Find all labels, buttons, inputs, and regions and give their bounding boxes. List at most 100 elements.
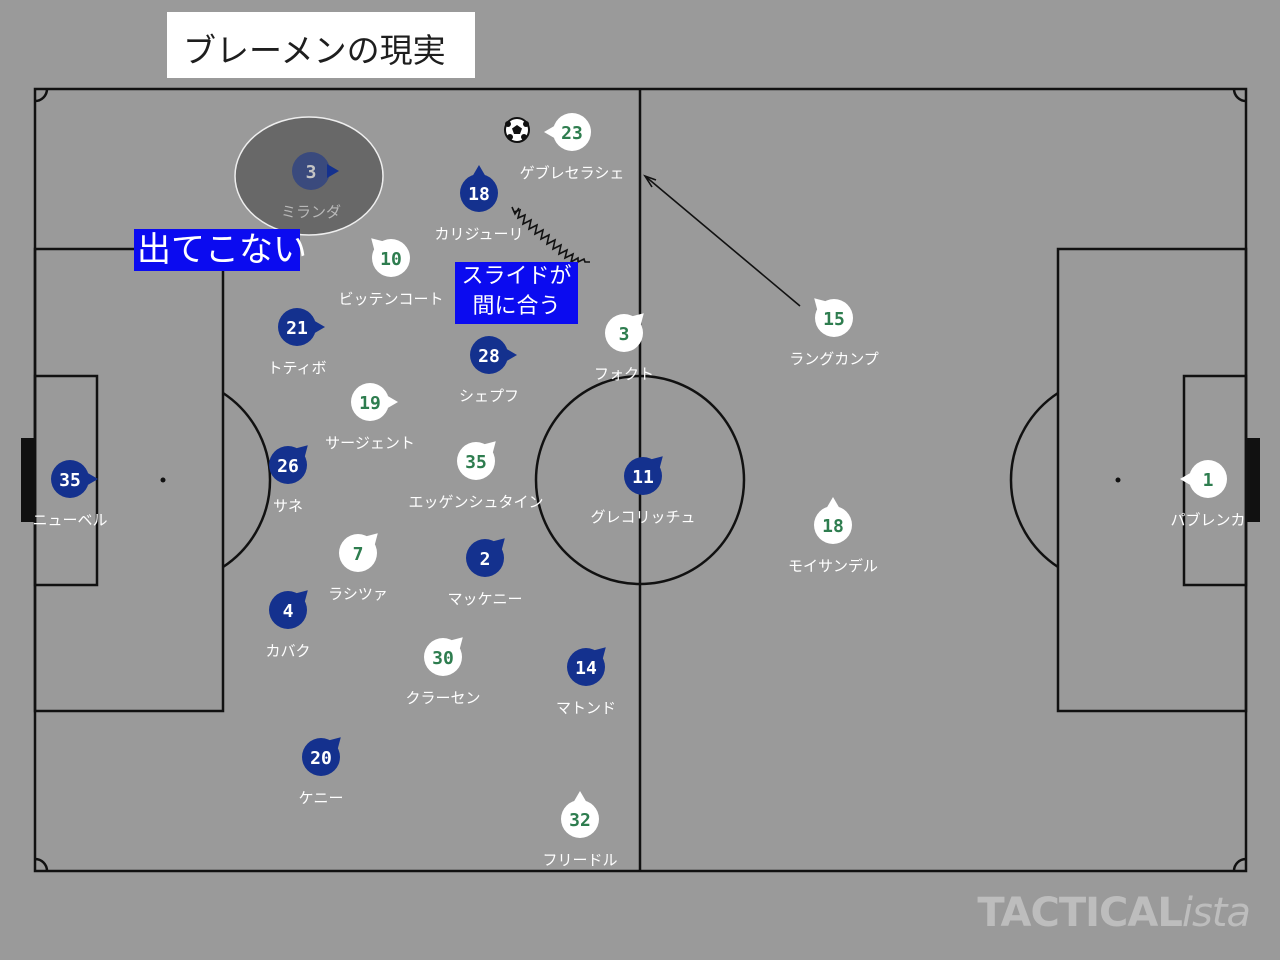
direction-marker <box>544 125 556 139</box>
player-name: ラングカンプ <box>789 350 879 368</box>
player-name: シェプフ <box>459 387 519 405</box>
player-token <box>269 446 307 484</box>
press-arrow-head <box>643 174 657 188</box>
press-arrow-line <box>644 175 801 307</box>
corner-arc-bl <box>34 857 49 872</box>
direction-marker <box>86 472 98 486</box>
player-number: 18 <box>822 516 844 537</box>
player-blue-2: 2 マッケニー <box>447 538 523 608</box>
left-goal <box>21 438 35 522</box>
player-white-19: 19 サージェント <box>325 383 415 452</box>
player-name: カリジューリ <box>435 225 524 243</box>
player-name: ビッテンコート <box>338 290 443 308</box>
player-token <box>302 738 340 776</box>
player-name: フォクト <box>594 365 654 383</box>
player-token <box>51 460 89 498</box>
player-blue-4: 4 カバク <box>265 590 311 660</box>
player-token <box>292 152 330 190</box>
player-token <box>466 539 504 577</box>
player-white-32: 32 フリードル <box>542 791 618 869</box>
right-penalty-arc <box>1009 391 1059 569</box>
player-blue-11: 11 グレコリッチュ <box>590 456 696 526</box>
title-box: ブレーメンの現実 <box>167 12 475 78</box>
player-number: 26 <box>277 456 299 477</box>
slide-zigzag-head <box>511 206 520 216</box>
player-token <box>339 534 377 572</box>
player-number: 32 <box>569 810 591 831</box>
player-number: 2 <box>480 549 491 570</box>
player-blue-3: 3 ミランダ <box>281 152 341 221</box>
player-name: モイサンデル <box>788 557 878 575</box>
player-token <box>561 800 599 838</box>
callout-slide-line-2: 間に合う <box>472 294 561 319</box>
player-number: 35 <box>59 470 81 491</box>
corner-arc-tl <box>34 88 49 103</box>
player-white-10: 10 ビッテンコート <box>338 238 444 308</box>
left-penalty-arc <box>222 391 272 569</box>
player-name: ゲブレセラシェ <box>520 164 625 182</box>
player-name: エッゲンシュタイン <box>408 493 543 511</box>
player-white-3: 3 フォクト <box>594 313 654 383</box>
player-number: 11 <box>632 467 654 488</box>
corner-arc-br <box>1232 857 1247 872</box>
player-blue-28: 28 シェプフ <box>459 336 519 405</box>
player-name: グレコリッチュ <box>590 508 695 526</box>
player-token <box>351 383 389 421</box>
direction-marker <box>573 791 587 803</box>
player-token <box>457 442 495 480</box>
player-number: 28 <box>478 346 500 367</box>
player-number: 18 <box>468 184 490 205</box>
player-number: 30 <box>432 648 454 669</box>
direction-marker <box>1180 472 1192 486</box>
callout-slide-line-1: スライドが <box>461 264 572 289</box>
player-name: マッケニー <box>447 590 522 608</box>
player-number: 23 <box>561 123 583 144</box>
player-blue-35: 35 ニューベル <box>32 460 108 529</box>
player-name: サネ <box>273 497 303 515</box>
player-name: フリードル <box>542 851 617 869</box>
player-number: 3 <box>306 162 317 183</box>
player-number: 20 <box>310 748 332 769</box>
player-name: マトンド <box>556 699 616 717</box>
player-name: ニューベル <box>32 511 107 529</box>
player-blue-26: 26 サネ <box>269 445 308 515</box>
left-penalty-spot <box>160 477 166 483</box>
player-white-23: 23 ゲブレセラシェ <box>520 113 625 182</box>
player-token <box>470 336 508 374</box>
page-title: ブレーメンの現実 <box>183 31 446 70</box>
player-token <box>424 638 462 676</box>
player-number: 21 <box>286 318 308 339</box>
player-blue-18: 18 カリジューリ <box>435 165 524 243</box>
player-white-18: 18 モイサンデル <box>788 497 878 575</box>
player-number: 19 <box>359 393 381 414</box>
center-circle <box>534 374 746 586</box>
player-token <box>372 239 410 277</box>
player-name: ミランダ <box>281 203 341 221</box>
direction-marker <box>826 497 840 509</box>
player-name: トティボ <box>267 359 326 377</box>
direction-marker <box>313 320 325 334</box>
player-number: 4 <box>283 601 294 622</box>
callout-slide-in-time: スライドが 間に合う <box>455 262 578 324</box>
player-token <box>1189 460 1227 498</box>
player-number: 35 <box>465 452 487 473</box>
player-token <box>605 314 643 352</box>
player-number: 1 <box>1203 470 1214 491</box>
player-name: ケニー <box>298 789 343 807</box>
player-name: サージェント <box>325 434 415 452</box>
callout-not-coming-out: 出てこない <box>134 229 307 271</box>
watermark-italic: ista <box>1181 890 1251 936</box>
direction-marker <box>386 395 398 409</box>
player-white-35: 35 エッゲンシュタイン <box>408 441 544 511</box>
player-token <box>567 648 605 686</box>
player-token <box>269 591 307 629</box>
player-name: カバク <box>265 642 310 660</box>
player-number: 3 <box>619 324 630 345</box>
player-blue-21: 21 トティボ <box>267 308 327 377</box>
player-number: 10 <box>380 249 402 270</box>
